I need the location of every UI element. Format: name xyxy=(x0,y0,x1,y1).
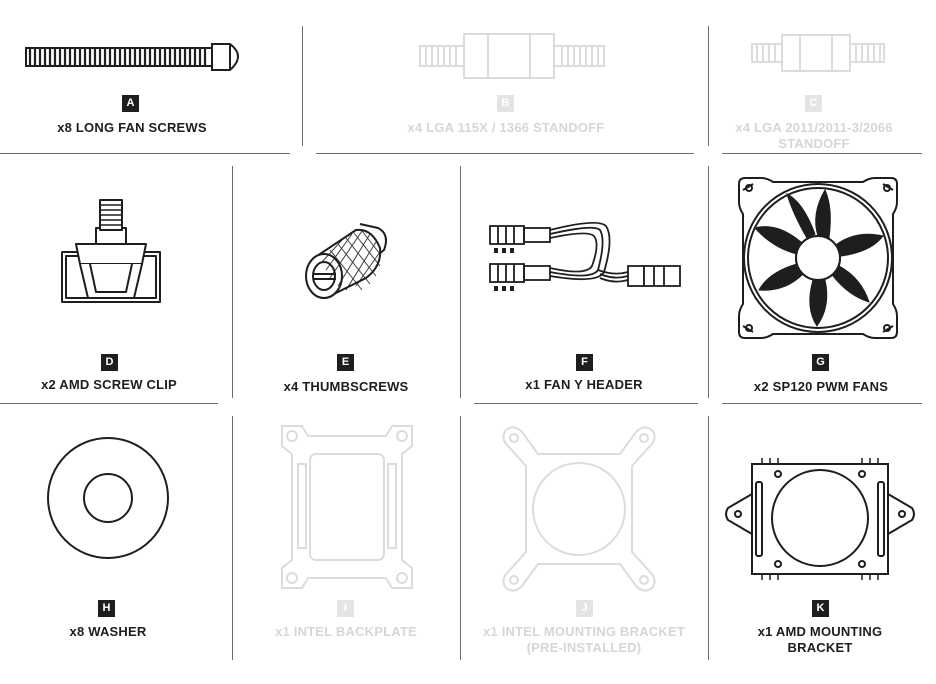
thumbscrew-icon xyxy=(305,223,387,299)
item-letter-badge: G xyxy=(812,354,829,371)
intel-backplate-icon xyxy=(281,425,413,589)
item-letter-badge: J xyxy=(576,600,593,617)
fan-y-cable-icon xyxy=(489,221,681,291)
item-label: x1 AMD MOUNTING BRACKET xyxy=(757,624,883,655)
intel-mounting-bracket-icon xyxy=(502,426,656,592)
item-label: x4 THUMBSCREWS xyxy=(283,379,409,394)
item-letter-badge: C xyxy=(805,95,822,112)
divider xyxy=(0,153,290,154)
item-letter-badge: H xyxy=(98,600,115,617)
washer-icon xyxy=(47,437,169,559)
amd-mounting-bracket-icon xyxy=(725,458,915,580)
standoff-icon xyxy=(419,33,605,79)
item-label: x4 LGA 115X / 1366 STANDOFF xyxy=(407,120,605,135)
item-letter-badge: K xyxy=(812,600,829,617)
long-fan-screw-icon xyxy=(25,43,239,71)
standoff-icon xyxy=(751,34,885,72)
amd-screw-clip-icon xyxy=(61,199,161,303)
item-letter-badge: A xyxy=(122,95,139,112)
item-letter-badge: F xyxy=(576,354,593,371)
divider xyxy=(474,403,698,404)
item-label: x4 LGA 2011/2011-3/2066 STANDOFF xyxy=(735,120,893,151)
divider xyxy=(232,166,233,398)
item-letter-badge: E xyxy=(337,354,354,371)
divider xyxy=(460,166,461,398)
item-label: x1 FAN Y HEADER xyxy=(525,377,643,392)
item-letter-badge: D xyxy=(101,354,118,371)
fan-icon xyxy=(738,177,898,339)
divider xyxy=(302,26,303,146)
divider xyxy=(460,416,461,660)
divider xyxy=(708,26,709,146)
divider xyxy=(722,153,922,154)
divider xyxy=(0,403,218,404)
divider xyxy=(722,403,922,404)
divider xyxy=(316,153,694,154)
divider xyxy=(708,166,709,398)
item-label: x1 INTEL BACKPLATE xyxy=(275,624,417,639)
item-label: x2 AMD SCREW CLIP xyxy=(41,377,177,392)
divider xyxy=(708,416,709,660)
item-label: x8 WASHER xyxy=(69,624,147,639)
item-label: x2 SP120 PWM FANS xyxy=(753,379,889,394)
divider xyxy=(232,416,233,660)
item-label: x8 LONG FAN SCREWS xyxy=(57,120,207,135)
item-label: x1 INTEL MOUNTING BRACKET (PRE-INSTALLED… xyxy=(483,624,685,655)
item-letter-badge: B xyxy=(497,95,514,112)
item-letter-badge: I xyxy=(337,600,354,617)
